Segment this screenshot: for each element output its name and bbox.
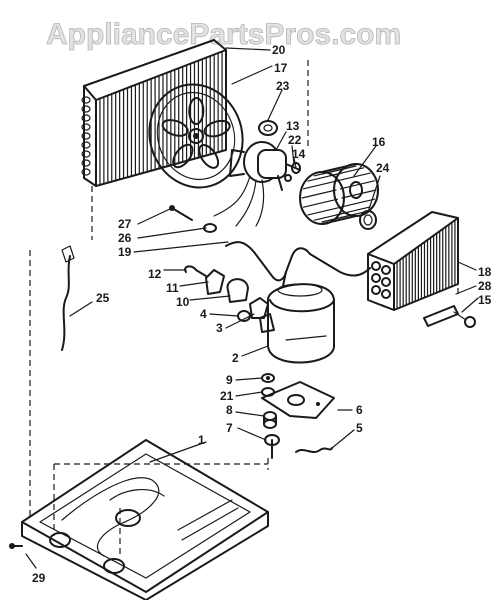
callout-13: 13 (286, 119, 300, 133)
condenser-tube-end (81, 150, 91, 158)
condenser-tube-end (81, 159, 91, 167)
callout-16: 16 (372, 135, 386, 149)
blower-wheel (299, 163, 379, 225)
condenser-tube-end (81, 114, 91, 122)
blower-retainer (359, 210, 377, 230)
condenser-tube-end (81, 132, 91, 140)
fan-motor (229, 141, 301, 191)
blower-vane (321, 165, 357, 175)
fan-blade-petal (172, 143, 194, 169)
watermark-text: AppliancePartsPros.com (46, 18, 401, 51)
callout-labels: 20 17 23 13 22 14 16 24 27 26 19 25 12 1… (32, 43, 492, 585)
callout-24: 24 (376, 161, 390, 175)
condenser-tube-end (81, 105, 91, 113)
callout-19: 19 (118, 245, 132, 259)
callout-5: 5 (356, 421, 363, 435)
clip-part-5 (295, 447, 333, 453)
blower-vane (335, 172, 371, 182)
condenser-fan-blade (148, 83, 244, 189)
condenser-tube-end (81, 96, 91, 104)
callout-22: 22 (288, 133, 302, 147)
compressor-bracket (261, 381, 335, 419)
callout-3: 3 (216, 321, 223, 335)
callout-7: 7 (226, 421, 233, 435)
evaporator-tube-end (371, 285, 381, 295)
evaporator-coil (367, 211, 459, 311)
blower-vane (313, 211, 349, 221)
callout-25: 25 (96, 291, 110, 305)
callout-9: 9 (226, 373, 233, 387)
callout-20: 20 (272, 43, 286, 57)
callout-26: 26 (118, 231, 132, 245)
callout-28: 28 (478, 279, 492, 293)
blower-vane (329, 167, 365, 177)
screw-part-27 (169, 205, 193, 221)
callout-27: 27 (118, 217, 132, 231)
callout-14: 14 (292, 147, 306, 161)
blower-vane (341, 189, 377, 199)
motor-wire-bundle (213, 175, 265, 227)
fan-blade-petal (188, 97, 205, 126)
callout-15: 15 (478, 293, 492, 307)
relay-cover-10 (226, 278, 249, 303)
blower-vane (301, 189, 337, 199)
blower-vane (339, 198, 376, 208)
blower-vane (302, 180, 339, 190)
callout-2: 2 (232, 351, 239, 365)
harness-plug (61, 245, 75, 263)
fan-blade-petal (161, 119, 189, 137)
condenser-tube-end (81, 123, 91, 131)
spacer-8 (263, 411, 277, 429)
callout-8: 8 (226, 403, 233, 417)
mount-grommet-9 (261, 373, 275, 383)
base-pan (21, 439, 269, 600)
condenser-coil (81, 39, 227, 187)
callout-6: 6 (356, 403, 363, 417)
evaporator-tube-end (381, 277, 391, 287)
blower-vane (302, 198, 339, 208)
evaporator-tube-end (381, 289, 391, 299)
callout-29: 29 (32, 571, 46, 585)
evaporator-tube-end (381, 265, 391, 275)
condenser-tube-end (81, 168, 91, 176)
callout-17: 17 (274, 61, 288, 75)
wire-harness (61, 255, 71, 351)
callout-18: 18 (478, 265, 492, 279)
screw-part-29 (9, 543, 23, 549)
callout-1: 1 (198, 433, 205, 447)
evaporator-tube-end (371, 261, 381, 271)
callout-23: 23 (276, 79, 290, 93)
leader-lines (25, 47, 479, 569)
callout-4: 4 (200, 307, 207, 321)
overload-part-11 (205, 269, 225, 295)
blower-vane (307, 206, 343, 216)
fan-retainer-ring (258, 120, 278, 136)
clip-part-12 (184, 265, 207, 277)
blower-vane (321, 213, 357, 223)
compressor (259, 283, 335, 364)
fan-blade-petal (198, 144, 220, 169)
callout-12: 12 (148, 267, 162, 281)
evaporator-tube-end (371, 273, 381, 283)
fan-blade-petal (203, 119, 231, 138)
callout-10: 10 (176, 295, 190, 309)
callout-11: 11 (166, 281, 179, 295)
refrigerant-tubing (225, 241, 371, 282)
blower-vane (339, 180, 376, 190)
mount-bolt-7 (264, 434, 280, 459)
callout-21: 21 (220, 389, 234, 403)
thermistor-part (423, 305, 476, 328)
condenser-tube-end (81, 141, 91, 149)
